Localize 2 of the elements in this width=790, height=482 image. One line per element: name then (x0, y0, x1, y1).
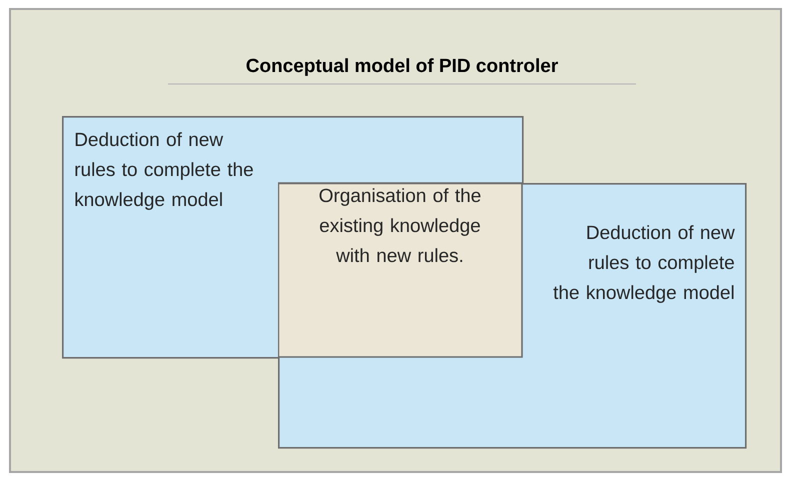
overlap-region: Organisation of the existing knowledge with new rules. (279, 184, 522, 356)
title: Conceptual model of PID controler (168, 58, 636, 84)
